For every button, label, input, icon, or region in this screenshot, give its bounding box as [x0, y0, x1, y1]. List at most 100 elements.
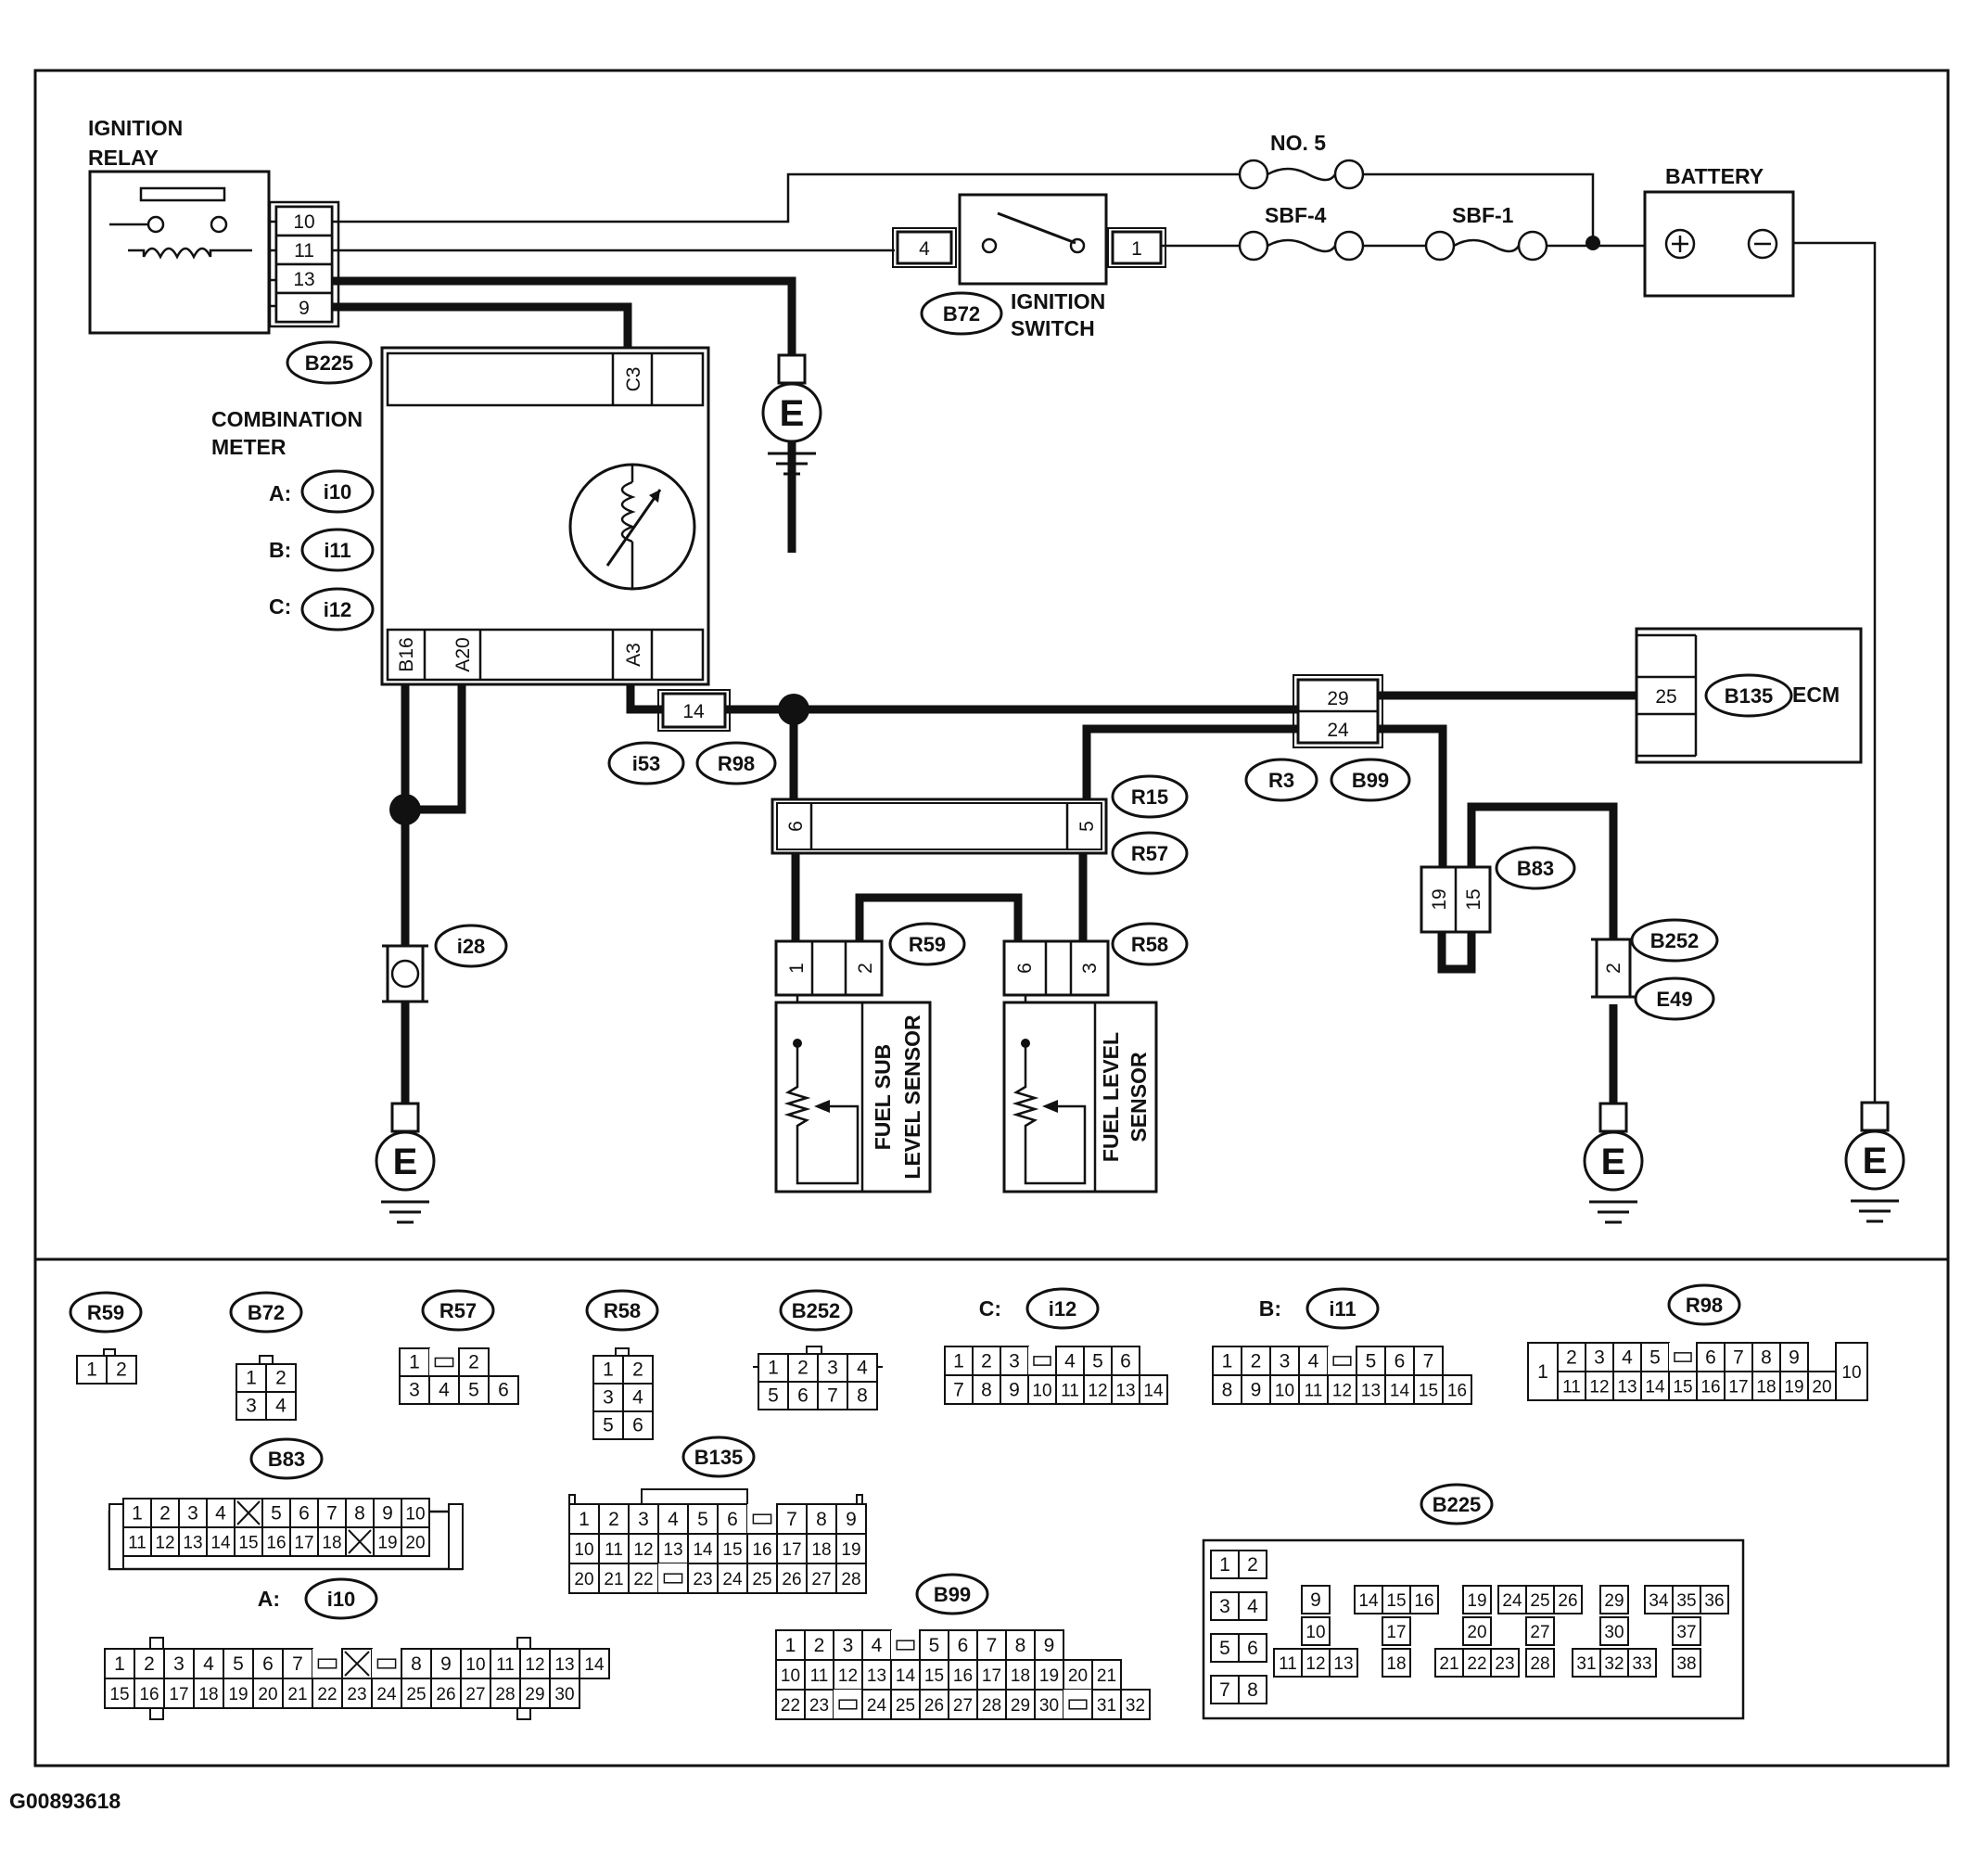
pin-cell — [106, 1355, 137, 1385]
pin-cell — [806, 1563, 837, 1594]
pin-label: 14 — [682, 701, 705, 722]
pin-number: 6 — [1395, 1350, 1406, 1372]
pin-number: 2 — [275, 1368, 287, 1389]
relay-coil — [142, 247, 212, 260]
connector-id-r57: R57 — [1111, 831, 1189, 875]
pin-label: 19 — [1429, 888, 1450, 910]
pin-cell — [1139, 1374, 1168, 1405]
pin-cell — [1238, 1591, 1267, 1621]
connector-id-label: R58 — [1131, 933, 1168, 956]
pin-cell — [1111, 1374, 1140, 1405]
pin-number: 13 — [867, 1666, 886, 1686]
pin-cell — [1210, 1675, 1240, 1704]
pin-number: 17 — [982, 1666, 1001, 1686]
pin-cell — [317, 1526, 347, 1557]
pin-number: 11 — [1562, 1377, 1581, 1397]
pin-number: 17 — [782, 1540, 801, 1560]
fuse-label: NO. 5 — [1270, 131, 1326, 155]
pin-cell — [1111, 1346, 1140, 1376]
connector-label: R57 — [439, 1299, 477, 1322]
pin-number: 25 — [406, 1685, 426, 1704]
pin-cell — [1120, 1689, 1151, 1720]
connector-id-r58: R58 — [1111, 922, 1189, 966]
pin-cell — [1409, 1585, 1439, 1614]
pin-cell — [1327, 1374, 1357, 1405]
pin-number: 1 — [953, 1350, 964, 1372]
connector-id-b252: B252 — [1630, 918, 1719, 963]
relay-pin-cell — [274, 234, 334, 266]
arrow-icon — [814, 1100, 830, 1113]
pin-number: 5 — [271, 1502, 282, 1524]
pin-label: 5 — [1076, 821, 1098, 832]
junction-dot — [778, 694, 809, 725]
pin-number: 3 — [1594, 1346, 1605, 1368]
pin-cell — [1083, 1346, 1113, 1376]
pin-number: 13 — [554, 1655, 574, 1675]
pin-number: 16 — [1414, 1591, 1433, 1611]
pin-number: 20 — [574, 1570, 593, 1589]
connector-label: i11 — [1329, 1297, 1356, 1321]
fuse-label: SBF-1 — [1452, 203, 1514, 227]
pin-number: 20 — [1812, 1377, 1831, 1397]
pin-cell — [490, 1678, 521, 1709]
connector-id-b135: B135 — [1704, 673, 1793, 718]
pin-number: 27 — [1530, 1623, 1549, 1642]
pin-cell — [252, 1648, 284, 1679]
pin-number: 24 — [722, 1570, 743, 1589]
pin-number: 15 — [109, 1685, 129, 1704]
connector-label: B99 — [934, 1583, 971, 1606]
pin-cell — [312, 1678, 343, 1709]
pin-label: 4 — [919, 238, 930, 260]
pin-number: 22 — [633, 1570, 653, 1589]
pin-number: 6 — [797, 1385, 809, 1407]
relay-pin-cell — [274, 291, 334, 324]
pin-number: 20 — [1467, 1623, 1486, 1642]
pin-number: 5 — [929, 1635, 940, 1656]
pin-number: 32 — [1126, 1696, 1145, 1716]
pin-number: 31 — [1576, 1654, 1596, 1674]
pin-number: 20 — [258, 1685, 277, 1704]
pin-cell — [236, 1363, 267, 1393]
pin-number: 13 — [1333, 1654, 1353, 1674]
pin-number: 9 — [1009, 1379, 1020, 1400]
pin-number: 7 — [987, 1635, 998, 1656]
connector-id-b225: B225 — [286, 340, 373, 385]
pin-cell — [835, 1533, 867, 1564]
pin-label: 1 — [786, 963, 808, 974]
junction-dot — [1586, 236, 1600, 250]
pin-cell — [223, 1678, 254, 1709]
pin-number: 8 — [816, 1509, 827, 1530]
connector-id-label: E49 — [1656, 988, 1692, 1011]
pin-cell — [373, 1526, 402, 1557]
pin-number: 16 — [1700, 1377, 1720, 1397]
pin-number: 16 — [1447, 1381, 1467, 1400]
pin-number: 18 — [198, 1685, 218, 1704]
pin-cell — [282, 1678, 313, 1709]
pin-number: 10 — [465, 1655, 485, 1675]
pin-cell — [1238, 1633, 1267, 1663]
pin-number: 28 — [841, 1570, 860, 1589]
pin-number: 3 — [603, 1387, 614, 1409]
pin-number: 6 — [1120, 1350, 1131, 1372]
pin-number: 7 — [292, 1653, 303, 1675]
pin-cell — [592, 1383, 624, 1412]
ground-label: E — [780, 393, 805, 434]
ground-icon: E — [1583, 1102, 1644, 1224]
pin-number: 9 — [1044, 1635, 1055, 1656]
pin-cell — [236, 1391, 267, 1421]
pin-number: 9 — [1251, 1379, 1262, 1400]
pin-cell — [1413, 1374, 1444, 1405]
pin-number: 8 — [1222, 1379, 1233, 1400]
pin-cell — [579, 1648, 610, 1679]
pin-number: 4 — [872, 1635, 883, 1656]
thick-wires — [332, 276, 1637, 1116]
connector-id-b99: B99 — [1330, 758, 1411, 802]
connector-14: 14 — [657, 689, 731, 732]
ignition-switch-label: IGNITION — [1011, 289, 1105, 313]
connector-id-label: R57 — [1131, 842, 1168, 865]
